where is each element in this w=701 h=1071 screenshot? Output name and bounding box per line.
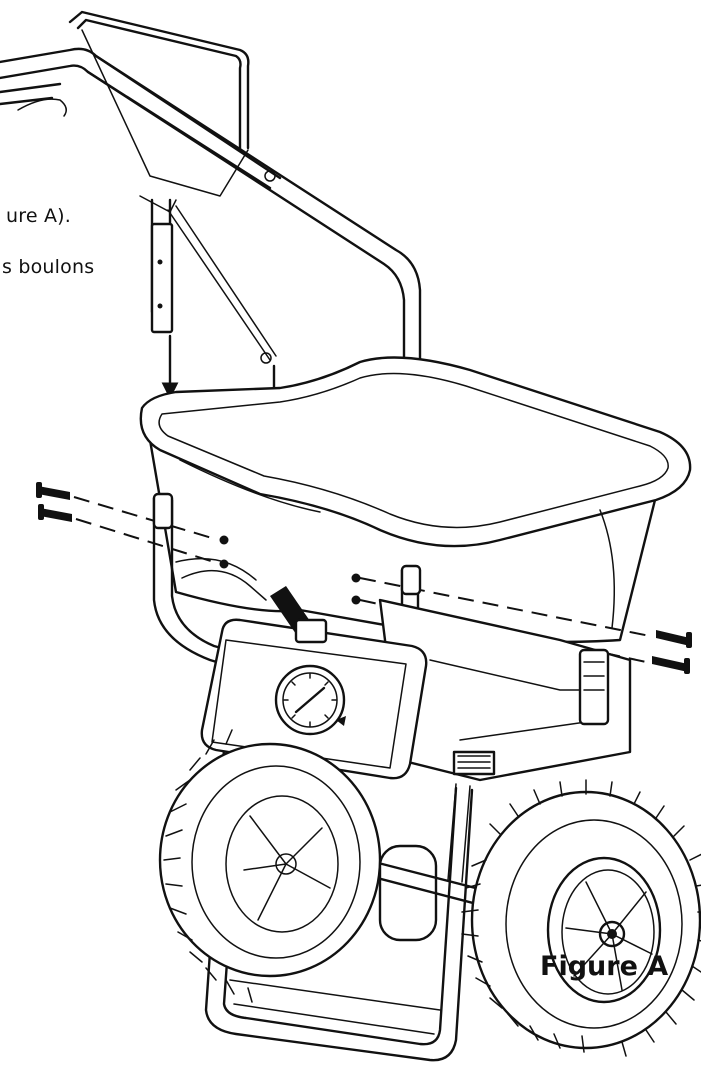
instruction-text-fragment-1: ure A). bbox=[6, 205, 72, 227]
figure-label: Figure A bbox=[540, 951, 669, 982]
instruction-text-fragment-2: s boulons bbox=[2, 256, 95, 278]
hopper bbox=[139, 356, 692, 644]
impeller-housing bbox=[378, 844, 438, 942]
control-panel bbox=[175, 557, 428, 780]
right-wheel bbox=[461, 779, 701, 1057]
left-handle-tube bbox=[150, 222, 174, 334]
left-wheel bbox=[158, 729, 382, 1003]
